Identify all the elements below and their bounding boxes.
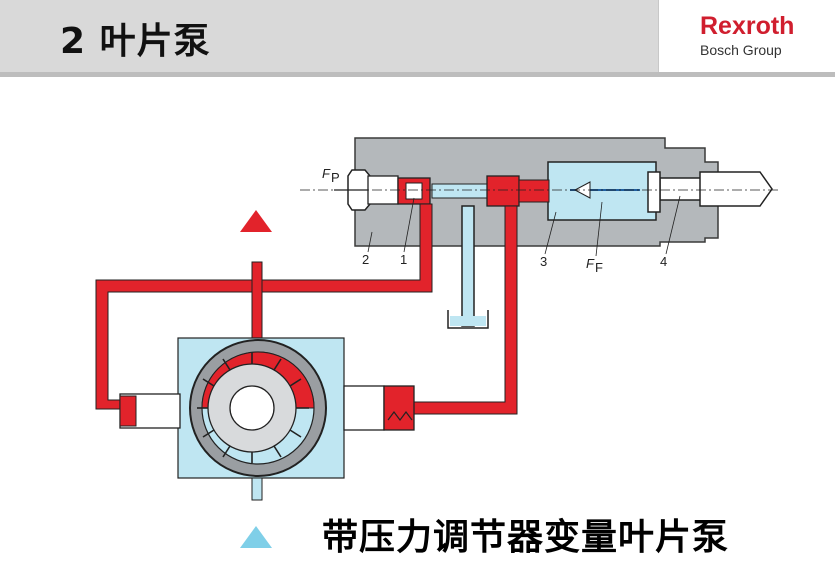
label-part-4: 4 <box>660 254 667 269</box>
diagram-caption: 带压力调节器变量叶片泵 <box>322 516 730 558</box>
label-part-1: 1 <box>400 252 407 267</box>
brand-subtitle: Bosch Group <box>700 42 782 58</box>
label-part-3: 3 <box>540 254 547 269</box>
spring-chamber <box>547 161 661 221</box>
page-title: 2 叶片泵 <box>60 21 211 62</box>
header-divider <box>0 72 835 77</box>
logo-panel <box>658 0 835 72</box>
drain-line <box>447 205 489 329</box>
pressure-arrow-icon <box>240 210 272 232</box>
stator-rotor <box>189 339 327 477</box>
leader-lines <box>367 195 681 257</box>
label-part-2: 2 <box>362 252 369 267</box>
label-force-f: F <box>586 256 595 271</box>
regulator-spool <box>300 175 780 207</box>
suction-arrow-icon <box>240 526 272 548</box>
label-force-p: F <box>322 166 331 181</box>
adjusting-screw <box>659 171 773 207</box>
label-force-p-sub: P <box>331 170 340 185</box>
brand-logo: Rexroth <box>700 12 795 40</box>
label-force-f-sub: F <box>595 260 603 275</box>
suction-line <box>251 477 263 501</box>
